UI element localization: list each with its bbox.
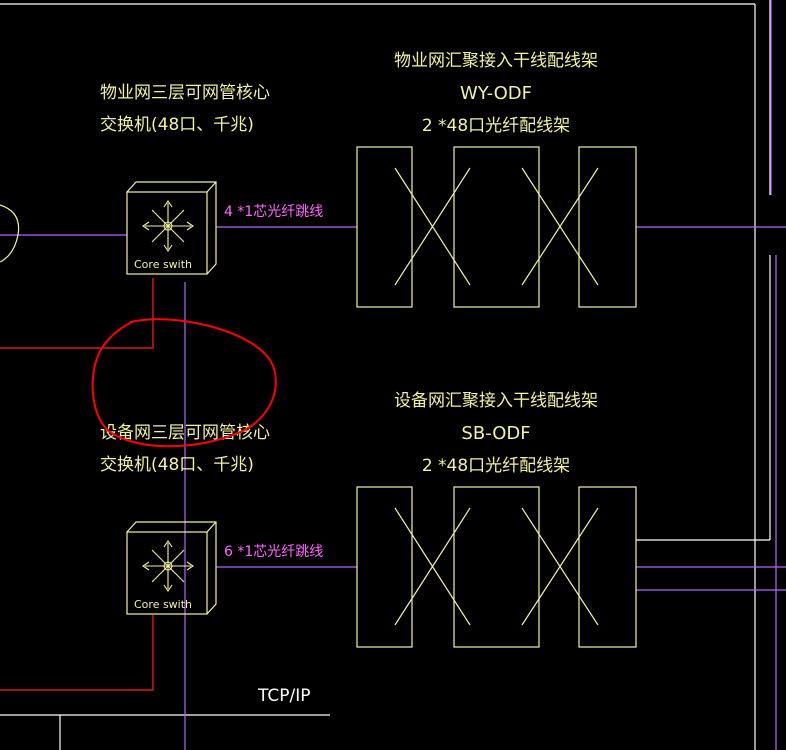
switch-device-label: Core swith (134, 598, 192, 611)
red-links (0, 278, 154, 691)
wy-switch-title-2: 交换机(48口、千兆) (100, 115, 254, 135)
sb-switch-title-2: 交换机(48口、千兆) (100, 455, 254, 475)
wy-odf-panels[interactable] (356, 146, 637, 308)
switch-device-label: Core swith (134, 258, 192, 271)
sb-odf-panels[interactable] (356, 486, 637, 648)
wy-switch-title-1: 物业网三层可网管核心 (100, 83, 270, 103)
wy-core-switch[interactable]: Core swith (126, 181, 217, 275)
sb-odf-title-3: 2 *48口光纤配线架 (422, 456, 570, 476)
wy-odf-title-3: 2 *48口光纤配线架 (422, 116, 570, 136)
switch-arrows-icon (142, 540, 194, 592)
sb-core-switch[interactable]: Core swith (126, 521, 217, 615)
router-icon (0, 204, 20, 263)
wy-odf-title-2: WY-ODF (460, 83, 532, 104)
switch-arrows-icon (142, 200, 194, 252)
wy-link-label: 4 *1芯光纤跳线 (224, 204, 323, 220)
annotation-circle (91, 318, 277, 448)
sb-odf-title-1: 设备网汇聚接入干线配线架 (394, 391, 598, 411)
wy-odf-title-1: 物业网汇聚接入干线配线架 (394, 51, 598, 71)
sb-link-label: 6 *1芯光纤跳线 (224, 544, 323, 560)
protocol-label: TCP/IP (257, 686, 311, 706)
sb-odf-title-2: SB-ODF (461, 423, 530, 444)
